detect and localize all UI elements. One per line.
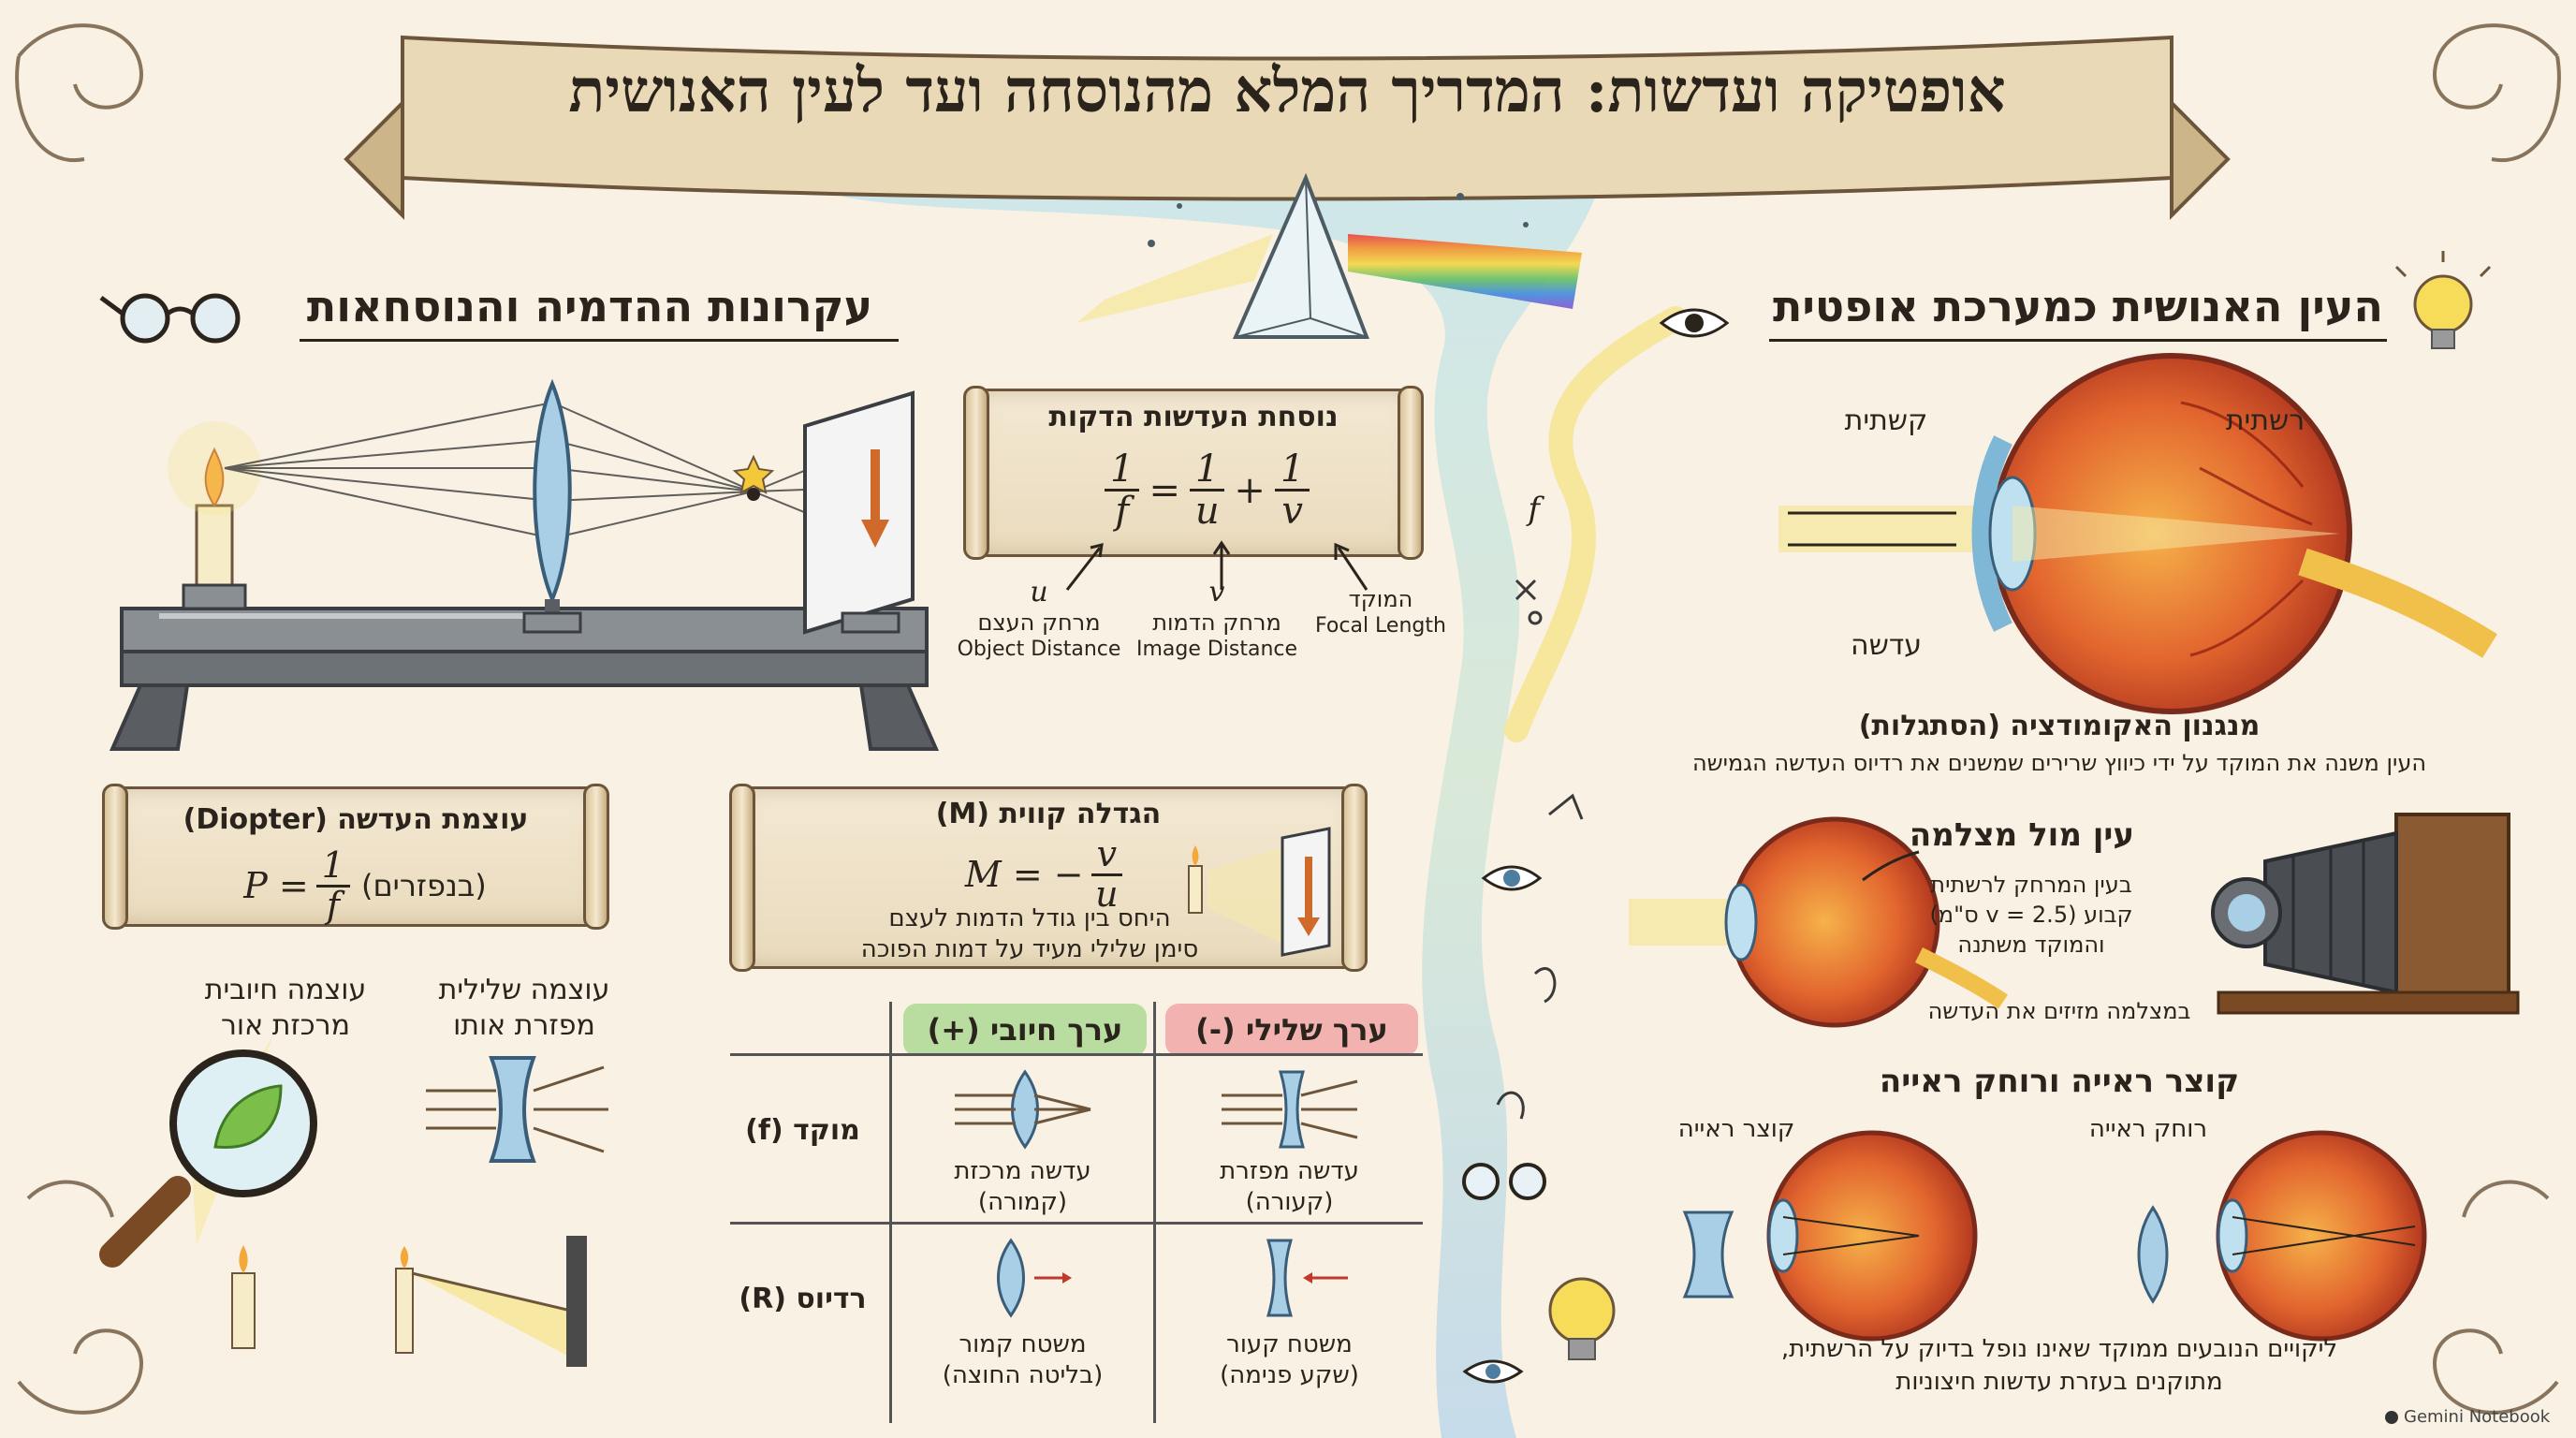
formula-arrows: [1065, 540, 1368, 591]
radius-positive-line2: (בליטה החוצה): [942, 1361, 1104, 1389]
right-section-title: העין האנושית כמערכת אופטית: [1772, 281, 2384, 331]
focus-positive-line1: עדשה מרכזת: [954, 1157, 1091, 1185]
lens-formula-r2-den: v: [1281, 490, 1303, 533]
gemini-logo-icon: [2385, 1410, 2398, 1424]
svg-text:f: f: [1525, 491, 1544, 528]
accommodation-desc: העין משנה את המוקד על ידי כיווץ שרירים ש…: [1691, 750, 2427, 776]
candle-icon: [168, 421, 261, 610]
camera-line2: קבוע (v = 2.5 ס"מ): [1929, 902, 2133, 928]
focus-negative-line2: (קעורה): [1245, 1188, 1334, 1216]
radius-positive-line1: משטח קמור: [959, 1330, 1087, 1358]
lens-formula-title: נוסחת העדשות הדקות: [1048, 401, 1339, 433]
lens-power-card: [102, 784, 609, 930]
lens-formula-r1-num: 1: [1189, 449, 1225, 492]
lens-power-title: עוצמת העדשה (Diopter): [183, 803, 529, 836]
lightbulb-icon: [1548, 1277, 1616, 1360]
glasses-icon: [99, 293, 241, 344]
left-title-underline: [300, 339, 899, 342]
label-cornea: קשתית: [1844, 404, 1928, 437]
label-lens: עדשה: [1850, 629, 1922, 662]
page-title: אופטיקה ועדשות: המדריך המלא מהנוסחה ועד …: [568, 56, 2006, 126]
camera-icon: [2211, 813, 2520, 1015]
eye-icon: [1462, 308, 1730, 1384]
lens-formula-lhs-num: 1: [1105, 449, 1140, 492]
positive-power-desc: מרכזת אור: [221, 1009, 350, 1042]
prism-icon: [1076, 172, 1582, 339]
convex-surface-icon: [997, 1238, 1072, 1318]
diverging-lens-icon: [1222, 1070, 1358, 1149]
magnifier-icon: [99, 1011, 317, 1349]
table-header-negative: ערך שלילי (-): [1165, 1004, 1418, 1056]
label-image-distance: v מרחק הדמות Image Distance: [1135, 576, 1298, 662]
magnification-diagram: [1188, 827, 1331, 957]
focus-positive-line2: (קמורה): [977, 1188, 1068, 1216]
eye-diagram: [1778, 353, 2497, 714]
converging-lens-icon: [955, 1069, 1091, 1150]
vision-line2: מתוקנים בעזרת עדשות חיצוניות: [1895, 1368, 2223, 1396]
star-icon: [732, 454, 775, 494]
label-focal-length: המוקד Focal Length: [1315, 586, 1446, 638]
concave-surface-icon: [1266, 1239, 1348, 1317]
magnification-line2: סימן שלילי מעיד על דמות הפוכה: [860, 935, 1199, 963]
lightbulb-icon: [2394, 251, 2492, 349]
label-retina: רשתית: [2225, 404, 2305, 437]
lens-formula-lhs-den: f: [1115, 490, 1130, 533]
vision-title: קוצר ראייה ורוחק ראייה: [1879, 1063, 2240, 1100]
radius-negative-line1: משטח קעור: [1226, 1330, 1353, 1358]
label-myopia: קוצר ראייה: [1677, 1115, 1795, 1143]
camera-line1: בעין המרחק לרשתית: [1930, 872, 2132, 898]
row-focus-label: מוקד (f): [745, 1114, 860, 1147]
right-title-underline: [1769, 339, 2387, 342]
positive-power-title: עוצמה חיובית: [204, 974, 367, 1006]
negative-power-title: עוצמה שלילית: [438, 974, 610, 1006]
focus-negative-line1: עדשה מפזרת: [1220, 1157, 1359, 1185]
lens-formula-card: [963, 386, 1424, 560]
magnification-line1: היחס בין גודל הדמות לעצם: [888, 904, 1171, 932]
accommodation-title: מנגנון האקומודציה (הסתגלות): [1858, 710, 2261, 742]
left-section-title: עקרונות ההדמיה והנוסחאות: [306, 281, 873, 331]
camera-line3: והמוקד משתנה: [1957, 932, 2105, 958]
sign-table: ערך חיובי (+) ערך שלילי (-) מוקד (f) רדי…: [721, 992, 2125, 1432]
negative-power-desc: מפזרת אותו: [453, 1009, 595, 1042]
radius-negative-line2: (שקע פנימה): [1220, 1361, 1359, 1389]
magnification-title: הגדלה קווית (M): [935, 798, 1162, 830]
label-hyperopia: רוחק ראייה: [2088, 1115, 2208, 1143]
camera-title: עין מול מצלמה: [1909, 816, 2135, 854]
lens-formula-r1-den: u: [1194, 490, 1220, 533]
camera-note: במצלמה מזיזים את העדשה: [1927, 998, 2191, 1024]
row-radius-label: רדיוס (R): [739, 1283, 867, 1315]
vision-line1: ליקויים הנובעים ממוקד שאינו נופל בדיוק ע…: [1780, 1335, 2338, 1363]
lens-formula-r2-num: 1: [1274, 449, 1310, 492]
table-header-positive: ערך חיובי (+): [903, 1004, 1147, 1056]
optical-bench: [109, 378, 940, 751]
gemini-badge: Gemini Notebook: [2385, 1407, 2572, 1427]
label-object-distance: u מרחק העצם Object Distance: [957, 576, 1121, 662]
